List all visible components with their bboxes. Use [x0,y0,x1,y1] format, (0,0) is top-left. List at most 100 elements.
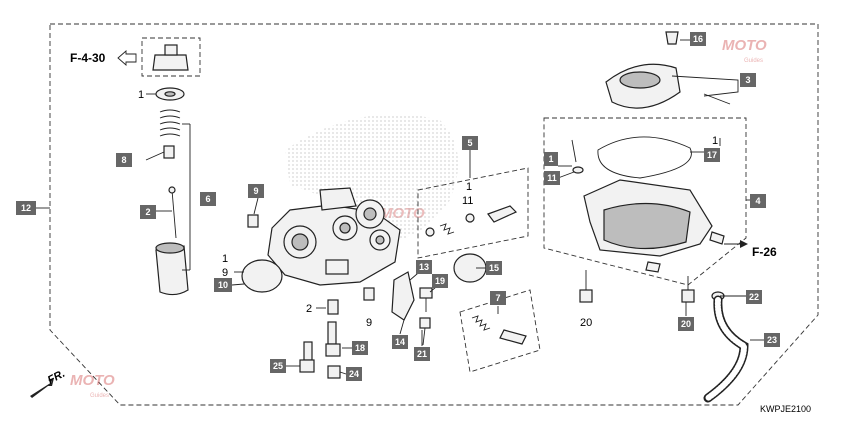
svg-text:20: 20 [681,319,691,329]
svg-text:18: 18 [355,343,365,353]
callout-16: 16 [690,32,706,46]
callout-17: 17 [704,148,720,162]
cap-dashed-box [141,37,201,77]
callout-7: 7 [490,291,506,305]
vacuum-cap-knob [164,44,178,56]
ref-f-4-30-group: F-4-30 [70,37,201,77]
watermark-bottom: MOTO Guides [70,372,115,399]
callout-4: 4 [750,194,766,208]
piston-tube [155,245,189,296]
svg-text:11: 11 [547,173,557,183]
diagram-code: KWPJE2100 [760,404,811,414]
svg-text:1: 1 [712,135,718,147]
svg-text:13: 13 [419,262,429,272]
drain-fittings: 20 [579,270,749,403]
drain-washer [572,166,584,174]
watermark-top: MOTO Guides [722,37,767,64]
callout-1-right: 1 [712,135,718,147]
callout-5: 5 [462,136,478,150]
callout-21: 21 [414,347,430,361]
float-gasket [597,136,692,179]
ref-f-4-30: F-4-30 [70,51,106,65]
screw-16 [665,31,679,45]
callout-1-box: 1 [544,152,558,166]
drain-screw [571,139,577,163]
callout-25: 25 [270,359,286,373]
assembly-boundary [49,23,819,406]
pilot-screw-kit: 1 11 [417,146,529,259]
callout-plain-11: 11 [462,195,473,207]
callout-plain-1b: 1 [222,253,228,265]
callout-plain-9a: 9 [222,267,228,279]
callout-24: 24 [346,367,362,381]
callout-23: 23 [764,333,780,347]
callout-plain-1c: 1 [466,181,472,193]
jet-nut [163,145,175,159]
svg-text:21: 21 [417,349,427,359]
float-bowl-kit [543,117,747,286]
svg-text:15: 15 [489,263,499,273]
fr-direction: FR. [30,368,67,398]
watermark-text: MOTO [722,37,767,54]
vacuum-cap-body [152,54,189,71]
callout-13: 13 [416,260,432,274]
svg-text:8: 8 [121,155,126,165]
shading-halo [285,114,458,240]
svg-text:22: 22 [749,292,759,302]
fr-label: FR. [46,368,67,387]
callout-15: 15 [486,261,502,275]
svg-text:17: 17 [707,150,717,160]
throttle-bracket [391,271,433,346]
callout-plain-9b: 9 [366,317,372,329]
arrow-right-icon [740,240,748,248]
spring [159,109,181,137]
left-parts-stack: 1 [138,87,191,296]
callout-plain-2: 2 [306,303,312,315]
lower-jets: 2 [299,299,341,379]
svg-text:3: 3 [745,75,750,85]
callout-18: 18 [352,341,368,355]
svg-text:14: 14 [395,337,405,347]
callout-14: 14 [392,335,408,349]
arrow-left-icon [117,50,137,66]
ref-f-26: F-26 [752,245,777,259]
watermark-subtext: Guides [744,58,763,64]
svg-text:1: 1 [548,154,553,164]
svg-text:4: 4 [755,196,760,206]
svg-text:23: 23 [767,335,777,345]
svg-text:5: 5 [467,138,472,148]
svg-text:2: 2 [145,207,150,217]
ref-f-26-group: F-26 [724,240,777,259]
callout-20: 20 [678,317,694,331]
callout-3: 3 [740,73,756,87]
callout-2: 2 [140,205,156,219]
svg-text:7: 7 [495,293,500,303]
svg-text:6: 6 [205,194,210,204]
callout-8: 8 [116,153,132,167]
svg-text:16: 16 [693,34,703,44]
svg-text:9: 9 [253,186,258,196]
callout-plain-1a: 1 [138,89,144,101]
watermark-subtext: Guides [90,393,109,399]
callout-12: 12 [16,201,36,215]
svg-text:24: 24 [349,369,359,379]
top-cover [605,31,731,109]
main-jet-kit [459,289,541,373]
jet-needle [171,189,177,239]
callout-11: 11 [544,171,560,185]
clip-9 [247,214,259,228]
callout-6: 6 [200,192,216,206]
svg-text:19: 19 [435,276,445,286]
callout-10: 10 [214,278,232,292]
svg-text:25: 25 [273,361,283,371]
watermark-text: MOTO [70,372,115,389]
o-ring [241,259,283,293]
callout-9: 9 [248,184,264,198]
svg-text:12: 12 [21,203,31,213]
callout-22: 22 [746,290,762,304]
svg-text:10: 10 [218,280,228,290]
fr-arrow-icon [30,378,54,398]
boxed-callouts: 16 3 1 17 1 11 4 5 8 6 2 9 12 10 13 19 1… [16,32,780,381]
carburetor-body [267,187,401,286]
